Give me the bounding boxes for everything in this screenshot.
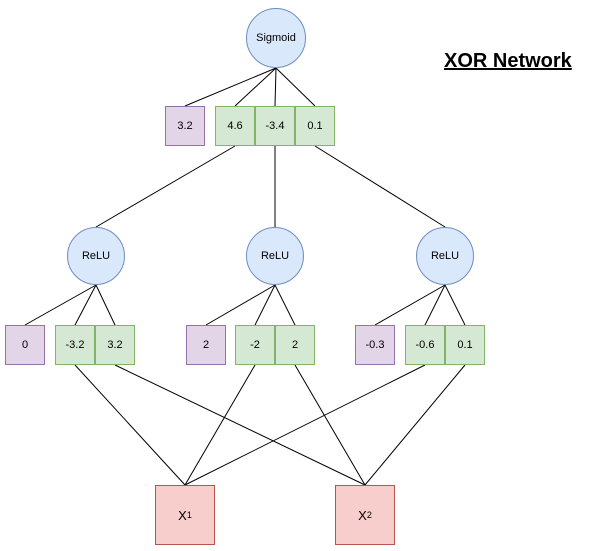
hidden-neuron-2-relu: ReLU <box>246 227 304 285</box>
diagram-title: XOR Network <box>444 50 572 72</box>
hidden-3-bias: -0.3 <box>355 325 395 365</box>
edge-hidden-2-weight-1 <box>254 284 276 326</box>
hidden-1-bias: 0 <box>5 325 45 365</box>
hidden-1-weight-2: 3.2 <box>95 325 135 365</box>
hidden-3-weight-1: -0.6 <box>405 325 445 365</box>
input-x2-subscript: 2 <box>366 510 372 520</box>
output-neuron-sigmoid: Sigmoid <box>246 8 306 68</box>
edge-h1-w2-input-x2 <box>114 364 366 486</box>
hidden-1-weight-1: -3.2 <box>55 325 95 365</box>
edge-output-weight-3 <box>275 67 316 107</box>
output-weight-3: 0.1 <box>295 106 335 146</box>
edge-h2-w2-input-x2 <box>294 364 366 486</box>
edge-output-weight-1 <box>234 67 277 107</box>
edge-h3-w2-input-x2 <box>364 364 466 486</box>
edge-h2-w1-input-x1 <box>184 364 256 486</box>
input-x1-base: X <box>178 507 187 523</box>
edge-h3-w1-input-x1 <box>184 364 426 486</box>
hidden-2-bias: 2 <box>186 325 226 365</box>
hidden-neuron-1-relu: ReLU <box>67 227 125 285</box>
edge-hidden-2-weight-2 <box>274 284 296 326</box>
output-weight-2: -3.4 <box>255 106 295 146</box>
edge-hidden-3-bias <box>374 284 446 326</box>
hidden-2-weight-2: 2 <box>275 325 315 365</box>
hidden-2-weight-1: -2 <box>235 325 275 365</box>
edge-h1-w1-input-x1 <box>74 364 186 486</box>
edge-hidden-3-weight-1 <box>424 284 446 326</box>
edge-hidden-3-weight-2 <box>444 284 466 326</box>
hidden-3-weight-2: 0.1 <box>445 325 485 365</box>
edge-hidden-2-bias <box>205 284 276 326</box>
edge-hidden-1-weight-2 <box>95 284 116 326</box>
edge-hidden-1-bias <box>24 284 97 326</box>
edge-output-weight-2 <box>274 67 277 107</box>
edge-weight-3-hidden-3 <box>314 145 446 228</box>
edge-weight-1-hidden-1 <box>95 145 236 228</box>
edge-output-bias <box>184 67 277 107</box>
hidden-neuron-3-relu: ReLU <box>416 227 474 285</box>
output-weight-1: 4.6 <box>215 106 255 146</box>
input-x2-base: X <box>358 507 367 523</box>
input-x1-subscript: 1 <box>186 510 192 520</box>
edge-hidden-1-weight-1 <box>74 284 97 326</box>
output-bias: 3.2 <box>165 106 205 146</box>
